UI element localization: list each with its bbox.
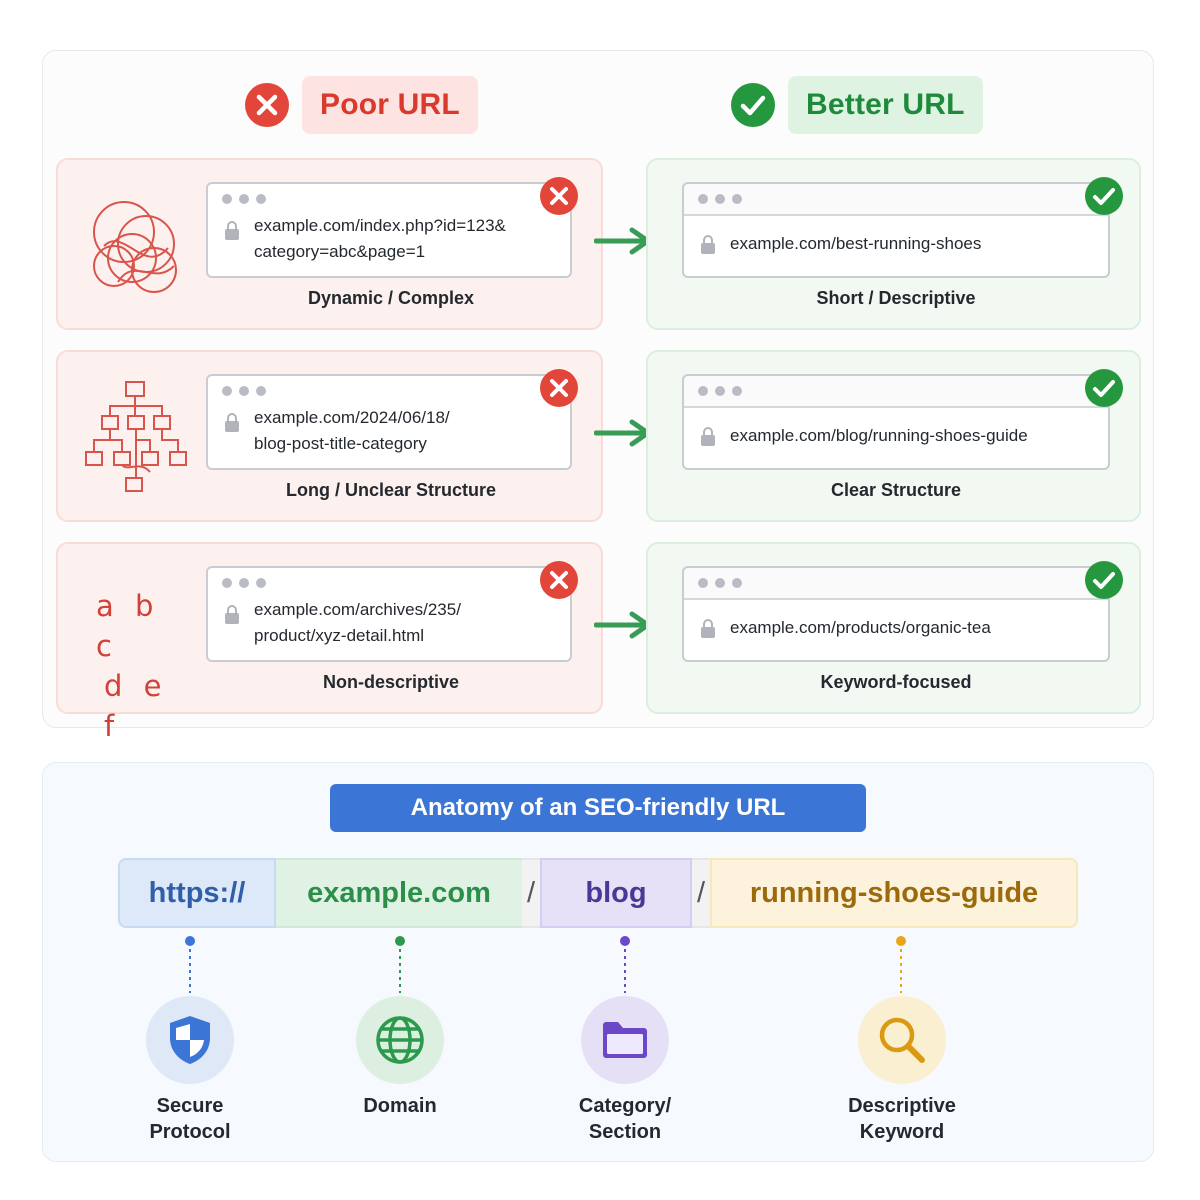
x-circle-icon <box>245 83 289 127</box>
url-separator: / <box>522 858 540 928</box>
protocol-icon-circle <box>146 996 234 1084</box>
url-line-1: example.com/index.php?id=123& <box>254 216 506 235</box>
domain-label: Domain <box>310 1093 490 1119</box>
poor-url-title: Poor URL <box>302 76 478 134</box>
poor-url-card-nondescriptive: a b c d e f example.com/archives/235/ pr… <box>56 542 603 743</box>
url-text: example.com/archives/235/ product/xyz-de… <box>254 597 461 649</box>
url-segment-domain: example.com <box>276 858 522 928</box>
url-line-2: category=abc&page=1 <box>254 242 426 261</box>
lock-icon <box>225 413 239 432</box>
browser-window: example.com/best-running-shoes <box>682 182 1110 278</box>
lock-icon <box>225 605 239 624</box>
card-caption: Dynamic / Complex <box>307 288 475 308</box>
url-separator: / <box>692 858 710 928</box>
window-dots <box>222 386 266 396</box>
card-caption: Short / Descriptive <box>816 288 976 308</box>
url-segment-category: blog <box>540 858 692 928</box>
check-circle-icon <box>731 83 775 127</box>
url-text: example.com/best-running-shoes <box>730 234 982 253</box>
browser-window: example.com/products/organic-tea <box>682 566 1110 662</box>
globe-icon <box>376 1016 424 1064</box>
url-segment-keyword: running-shoes-guide <box>710 858 1078 928</box>
tangled-circles-icon <box>93 201 177 293</box>
url-segment-protocol: https:// <box>118 858 276 928</box>
x-badge-icon <box>540 561 578 599</box>
better-url-title: Better URL <box>788 76 983 134</box>
lock-icon <box>701 427 715 446</box>
keyword-label-line-1: Descriptive <box>848 1095 956 1117</box>
keyword-label-line-2: Keyword <box>859 1121 945 1143</box>
url-line-2: blog-post-title-category <box>254 434 427 453</box>
browser-window: example.com/blog/running-shoes-guide <box>682 374 1110 470</box>
letters-decoration: a b c d e f <box>96 586 186 746</box>
protocol-label-line-1: Secure <box>156 1095 224 1117</box>
x-badge-icon <box>540 369 578 407</box>
shield-icon <box>170 1016 210 1064</box>
url-text: example.com/index.php?id=123& category=a… <box>254 213 506 265</box>
anatomy-title: Anatomy of an SEO-friendly URL <box>330 784 866 832</box>
better-url-card-clear: example.com/blog/running-shoes-guide Cle… <box>646 350 1141 522</box>
category-label-line-1: Category/ <box>578 1095 672 1117</box>
lock-icon <box>225 221 239 240</box>
browser-toolbar <box>684 376 1108 408</box>
url-line-1: example.com/2024/06/18/ <box>254 408 450 427</box>
browser-window: example.com/archives/235/ product/xyz-de… <box>206 566 572 662</box>
window-dots <box>222 578 266 588</box>
url-text: example.com/products/organic-tea <box>730 618 991 637</box>
url-text: example.com/blog/running-shoes-guide <box>730 426 1028 445</box>
category-label: Category/ Section <box>535 1093 715 1145</box>
folder-icon <box>603 1022 647 1058</box>
letters-line-2: d e f <box>104 669 168 743</box>
connector-line <box>620 936 630 993</box>
letters-line-1: a b c <box>96 589 160 663</box>
protocol-label: Secure Protocol <box>100 1093 280 1145</box>
url-line-2: product/xyz-detail.html <box>254 626 425 645</box>
x-badge-icon <box>540 177 578 215</box>
card-caption: Non-descriptive <box>322 672 460 692</box>
card-caption: Clear Structure <box>830 480 962 500</box>
connector-line <box>395 936 405 993</box>
domain-icon-circle <box>356 996 444 1084</box>
check-badge-icon <box>1085 561 1123 599</box>
browser-window: example.com/2024/06/18/ blog-post-title-… <box>206 374 572 470</box>
browser-window: example.com/index.php?id=123& category=a… <box>206 182 572 278</box>
protocol-label-line-2: Protocol <box>149 1121 231 1143</box>
better-url-header: Better URL <box>730 76 983 134</box>
magnifier-icon <box>879 1017 925 1063</box>
hierarchy-tree-icon <box>85 381 187 492</box>
window-dots <box>698 578 742 588</box>
lock-icon <box>701 235 715 254</box>
browser-toolbar <box>684 568 1108 600</box>
check-badge-icon <box>1085 177 1123 215</box>
card-caption: Long / Unclear Structure <box>285 480 497 500</box>
url-line-1: example.com/archives/235/ <box>254 600 461 619</box>
poor-url-card-dynamic: example.com/index.php?id=123& category=a… <box>56 158 603 330</box>
lock-icon <box>701 619 715 638</box>
window-dots <box>222 194 266 204</box>
domain-label-line-1: Domain <box>363 1095 437 1117</box>
category-label-line-2: Section <box>588 1121 662 1143</box>
keyword-icon-circle <box>858 996 946 1084</box>
category-icon-circle <box>581 996 669 1084</box>
better-url-card-short: example.com/best-running-shoes Short / D… <box>646 158 1141 330</box>
browser-toolbar <box>684 184 1108 216</box>
poor-url-card-long: example.com/2024/06/18/ blog-post-title-… <box>56 350 603 522</box>
window-dots <box>698 194 742 204</box>
connector-line <box>896 936 906 993</box>
card-caption: Keyword-focused <box>820 672 972 692</box>
better-url-card-keyword: example.com/products/organic-tea Keyword… <box>646 542 1141 714</box>
poor-url-header: Poor URL <box>244 76 478 134</box>
connector-line <box>185 936 195 993</box>
url-text: example.com/2024/06/18/ blog-post-title-… <box>254 405 450 457</box>
window-dots <box>698 386 742 396</box>
check-badge-icon <box>1085 369 1123 407</box>
keyword-label: Descriptive Keyword <box>812 1093 992 1145</box>
